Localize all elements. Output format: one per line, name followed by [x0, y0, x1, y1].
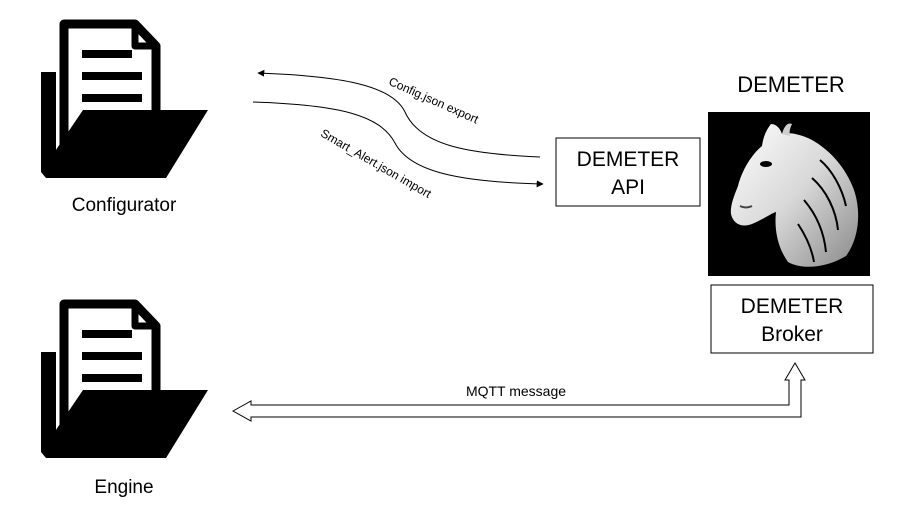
mqtt-label: MQTT message [466, 383, 566, 399]
configurator-folder-document-icon [41, 19, 208, 178]
demeter-api-box: DEMETER API [555, 137, 701, 207]
horse-head-logo-icon [730, 123, 859, 267]
demeter-broker-line2: Broker [761, 323, 823, 346]
engine-label: Engine [94, 477, 153, 498]
demeter-broker-line1: DEMETER [741, 295, 844, 318]
demeter-title: DEMETER [737, 72, 845, 97]
demeter-api-line2: API [611, 176, 645, 199]
demeter-logo [708, 112, 870, 276]
demeter-api-line1: DEMETER [577, 148, 680, 171]
config-export-label: Config.json export [387, 74, 482, 126]
demeter-broker-box: DEMETER Broker [710, 284, 874, 354]
mqtt-arrow [231, 362, 806, 422]
config-export-arrow [257, 69, 541, 158]
smart-alert-import-arrow [252, 101, 544, 188]
configurator-label: Configurator [72, 195, 177, 216]
engine-folder-document-icon [41, 299, 208, 458]
